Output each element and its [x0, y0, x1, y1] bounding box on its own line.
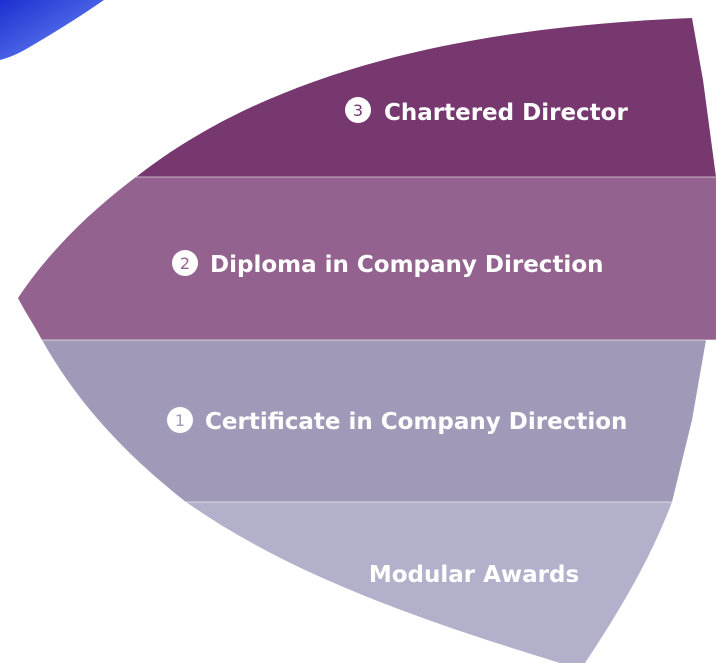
corner-swoosh-decoration	[0, 0, 104, 60]
tier-3-band[interactable]	[136, 18, 716, 177]
number-badge	[345, 97, 371, 123]
number-badge-text: 1	[175, 411, 185, 430]
tier-label: Modular Awards	[369, 562, 579, 588]
number-badge	[167, 407, 193, 433]
tier-1-heading: 1 Certificate in Company Direction	[167, 407, 627, 435]
number-badge	[172, 250, 198, 276]
tier-label: Diploma in Company Direction	[210, 252, 604, 278]
tier-2-heading: 2 Diploma in Company Direction	[172, 250, 604, 278]
tier-label: Chartered Director	[384, 100, 628, 126]
tier-3-heading: 3 Chartered Director	[345, 97, 628, 126]
number-badge-text: 2	[180, 254, 190, 273]
tier-2-band[interactable]	[18, 177, 716, 340]
number-badge-text: 3	[353, 101, 363, 120]
tier-0-heading: Modular Awards	[369, 562, 579, 588]
tier-label: Certificate in Company Direction	[205, 409, 627, 435]
tier-1-band[interactable]	[42, 340, 706, 502]
tier-0-band[interactable]	[186, 502, 672, 663]
